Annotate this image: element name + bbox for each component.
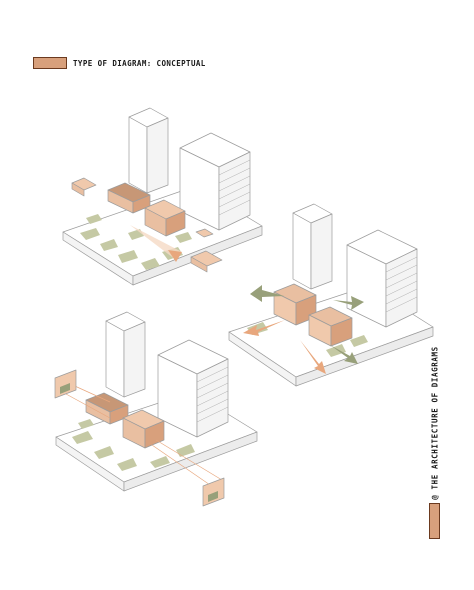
- legend-swatch: [33, 57, 67, 69]
- landscape-patches-3: [72, 419, 195, 471]
- tower-wide-2: [346, 229, 418, 328]
- tower-wide-3: [157, 339, 229, 438]
- credit-vertical: @ THE ARCHITECTURE OF DIAGRAMS: [429, 343, 440, 503]
- program-blocks-3: [85, 392, 165, 449]
- tower-slim-2: [292, 203, 333, 290]
- credit-text: @ THE ARCHITECTURE OF DIAGRAMS: [430, 346, 439, 500]
- sightline-right: [151, 439, 223, 488]
- tower-slim-3: [105, 311, 146, 398]
- tower-wide-1: [179, 132, 251, 231]
- side-color-bar: [429, 503, 440, 539]
- context-thumbnail-left: [54, 369, 77, 399]
- program-blocks-1: [71, 177, 223, 273]
- flow-arrow-green-right: [333, 296, 364, 310]
- flow-arrow-green-down: [330, 345, 358, 364]
- axonometric-diagram-1: [62, 107, 263, 286]
- tower-slim-1: [128, 107, 169, 194]
- program-blocks-2: [273, 283, 353, 347]
- legend-label: TYPE OF DIAGRAM: CONCEPTUAL: [73, 58, 206, 68]
- flow-arrow-green-left: [250, 285, 284, 302]
- flow-arrow-orange-right: [300, 340, 326, 374]
- flow-arrow-orange-left: [243, 320, 285, 336]
- axonometric-diagram-3: [54, 311, 258, 507]
- axonometric-diagram-2: [228, 203, 434, 387]
- context-thumbnail-right: [202, 477, 225, 507]
- diagram-type-legend: TYPE OF DIAGRAM: CONCEPTUAL: [33, 57, 206, 69]
